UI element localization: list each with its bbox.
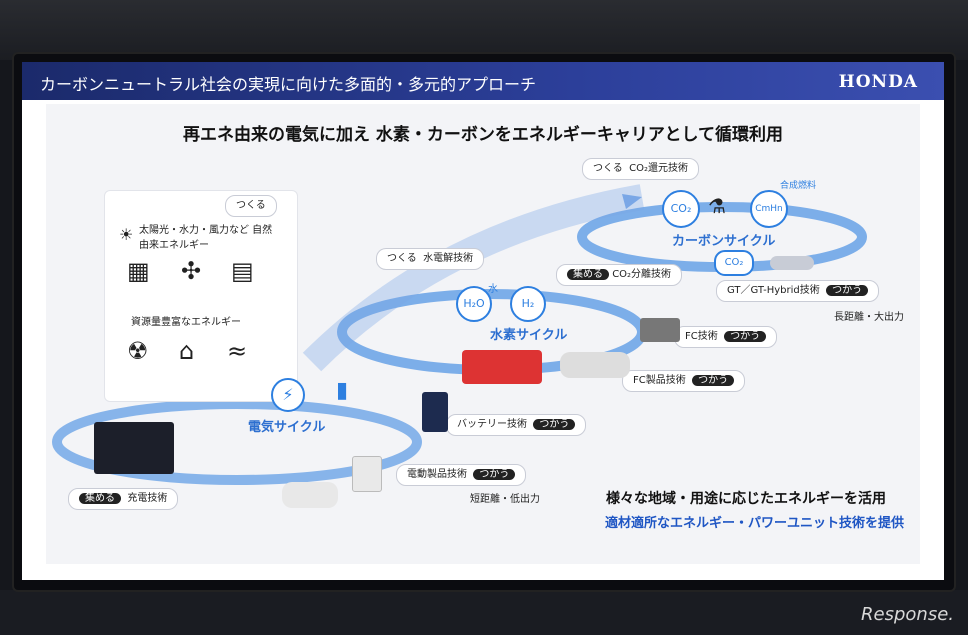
slide-headline: 再エネ由来の電気に加え 水素・カーボンをエネルギーキャリアとして循環利用 xyxy=(182,125,784,145)
hydrogen-cycle-label: 水素サイクル xyxy=(490,328,568,343)
ceiling-background xyxy=(0,0,968,60)
factory-icon: ⌂ xyxy=(179,337,195,365)
battery-pack-graphic xyxy=(422,392,448,432)
h2-icon: H₂ xyxy=(510,286,546,322)
co2-separation-pill: 集める CO₂分離技術 xyxy=(556,264,683,286)
gt-hybrid-pill: GT／GT-Hybrid技術 つかう xyxy=(716,280,880,302)
electric-product-pill: 電動製品技術 つかう xyxy=(396,464,527,486)
cmhn-icon: CmHn xyxy=(750,190,788,228)
slide-header-title: カーボンニュートラル社会の実現に向けた多面的・多元的アプローチ xyxy=(40,75,537,94)
hydro-dam-icon: ▤ xyxy=(231,257,254,285)
long-range-label: 長距離・大出力 xyxy=(834,312,904,323)
source-tag: つくる xyxy=(225,195,277,217)
wave-icon: ≈ xyxy=(227,337,248,365)
bottom-message-1: 様々な地域・用途に応じたエネルギーを活用 xyxy=(606,491,886,507)
fc-car-graphic xyxy=(560,352,630,378)
renewable-label: 太陽光・水力・風力など 自然由来エネルギー xyxy=(139,225,273,251)
synthetic-fuel-label: 合成燃料 xyxy=(780,181,817,191)
flask-icon: ⚗ xyxy=(708,194,726,218)
energy-flow-arrowhead xyxy=(622,194,642,209)
electric-cycle-ring xyxy=(52,399,422,485)
fc-truck-graphic xyxy=(462,350,542,384)
co2-circle-icon: CO₂ xyxy=(662,190,700,228)
solar-panel-icon: ▦ xyxy=(127,257,150,285)
battery-tech-pill: バッテリー技術 つかう xyxy=(446,414,587,436)
nuclear-icon: ☢ xyxy=(127,337,149,365)
co2-cloud-icon: CO₂ xyxy=(714,250,754,276)
h2o-icon: H₂O xyxy=(456,286,492,322)
bottom-message-2: 適材適所なエネルギー・パワーユニット技術を提供 xyxy=(604,516,904,531)
sun-icon: ☀ xyxy=(119,225,134,244)
battery-icon: ▮ xyxy=(336,378,349,403)
charging-station-graphic xyxy=(94,422,174,474)
energy-source-panel: つくる 太陽光・水力・風力など 自然由来エネルギー ☀ ▦ ✣ ▤ 資源量豊富な… xyxy=(104,190,298,402)
water-label: 水 xyxy=(488,284,498,295)
power-unit-graphic xyxy=(352,456,382,492)
charging-pill: 集める 充電技術 xyxy=(68,488,179,510)
lightning-icon: ⚡ xyxy=(271,378,305,412)
slide-header: カーボンニュートラル社会の実現に向けた多面的・多元的アプローチ HONDA xyxy=(22,62,944,100)
fc-product-pill: FC製品技術 つかう xyxy=(622,370,746,392)
resource-label: 資源量豊富なエネルギー xyxy=(131,317,241,328)
wind-turbine-icon: ✣ xyxy=(181,257,202,285)
ev-car-graphic xyxy=(282,482,338,508)
honda-logo: HONDA xyxy=(838,72,918,92)
fc-tech-pill: FC技術 つかう xyxy=(674,326,778,348)
floor-background xyxy=(0,590,968,635)
co2-reduction-pill: つくる CO₂還元技術 xyxy=(582,158,700,180)
short-range-label: 短距離・低出力 xyxy=(470,494,540,505)
response-watermark: Response. xyxy=(861,604,954,625)
aircraft-graphic xyxy=(770,256,814,270)
carbon-cycle-label: カーボンサイクル xyxy=(672,234,776,249)
electric-cycle-label: 電気サイクル xyxy=(248,420,326,435)
electrolysis-pill: つくる 水電解技術 xyxy=(376,248,485,270)
presentation-slide: カーボンニュートラル社会の実現に向けた多面的・多元的アプローチ HONDA 再エ… xyxy=(22,62,944,580)
fc-module-graphic xyxy=(640,318,680,342)
